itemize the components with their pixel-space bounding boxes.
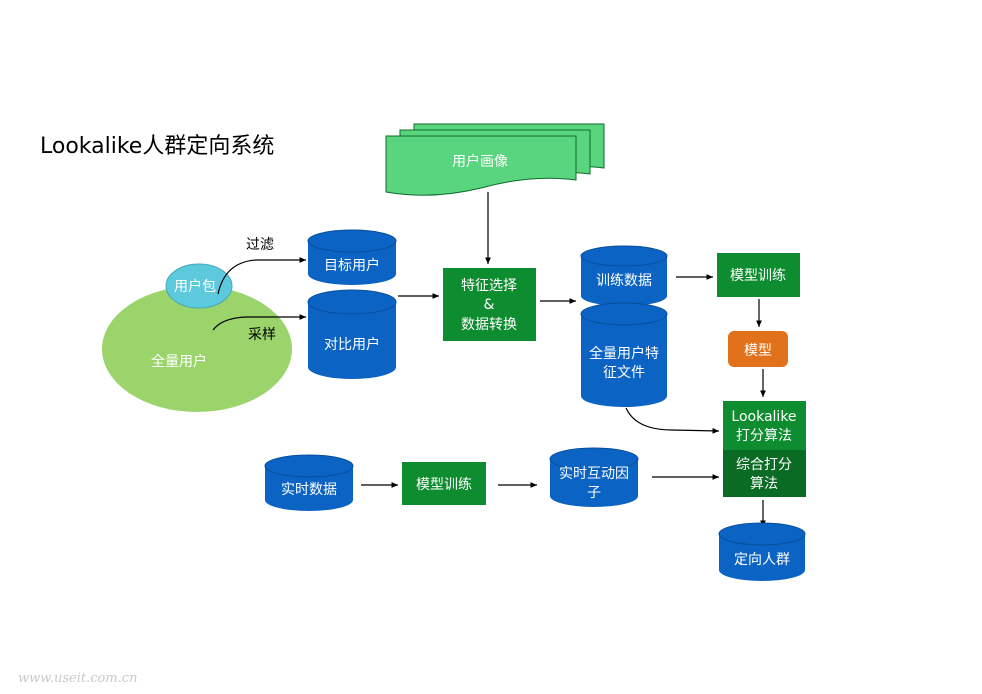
- combined-box: [723, 450, 806, 497]
- combined-line1: 综合打分: [736, 456, 792, 473]
- lookalike-box: [723, 401, 806, 450]
- sample-arrow: [212, 314, 306, 331]
- sample-label: 采样: [248, 327, 276, 343]
- interaction-factor-cylinder: 实时互动因 子: [549, 447, 639, 507]
- realtime-data-cylinder: 实时数据: [264, 454, 354, 511]
- page-title: Lookalike人群定向系统: [40, 134, 274, 159]
- interaction-line1: 实时互动因: [559, 466, 629, 482]
- lookalike-line2: 打分算法: [736, 427, 792, 444]
- model-training-bottom-box: [402, 462, 486, 505]
- feature-select-line2: &: [484, 297, 495, 313]
- watermark: www.useit.com.cn: [18, 671, 137, 686]
- model-training-top-box: [717, 253, 800, 297]
- full-feature-cylinder: 全量用户特 征文件: [580, 302, 668, 407]
- user-profile-label: 用户画像: [452, 153, 508, 170]
- user-profile-doc: [385, 135, 577, 196]
- control-users-cylinder: 对比用户: [307, 289, 397, 379]
- target-users-label: 目标用户: [324, 257, 380, 274]
- user-package-ellipse: [165, 263, 233, 309]
- user-profile-stack: 用户画像: [385, 123, 605, 196]
- full-feature-line1: 全量用户特: [589, 345, 659, 362]
- realtime-data-label: 实时数据: [281, 482, 337, 498]
- filter-arrow: [217, 257, 306, 295]
- target-crowd-label: 定向人群: [734, 552, 790, 568]
- combined-line2: 算法: [750, 476, 778, 492]
- training-data-cylinder: 训练数据: [580, 245, 668, 306]
- user-package-label: 用户包: [174, 278, 216, 295]
- model-training-top-label: 模型训练: [730, 268, 786, 284]
- model-training-bottom-label: 模型训练: [416, 477, 472, 493]
- feature-select-line3: 数据转换: [461, 316, 517, 333]
- target-crowd-cylinder: 定向人群: [718, 522, 806, 581]
- filter-label: 过滤: [246, 237, 274, 253]
- model-box: [728, 331, 788, 367]
- interaction-line2: 子: [587, 485, 601, 501]
- model-label: 模型: [744, 343, 772, 359]
- feature-select-line1: 特征选择: [461, 278, 517, 294]
- arrow-feature-to-lookalike: [625, 407, 720, 434]
- training-data-label: 训练数据: [596, 273, 652, 289]
- full-feature-line2: 征文件: [603, 365, 645, 381]
- all-users-label: 全量用户: [151, 353, 207, 370]
- lookalike-line1: Lookalike: [731, 409, 796, 425]
- target-users-cylinder: 目标用户: [307, 229, 397, 285]
- control-users-label: 对比用户: [324, 336, 380, 353]
- feature-select-box: [443, 268, 536, 341]
